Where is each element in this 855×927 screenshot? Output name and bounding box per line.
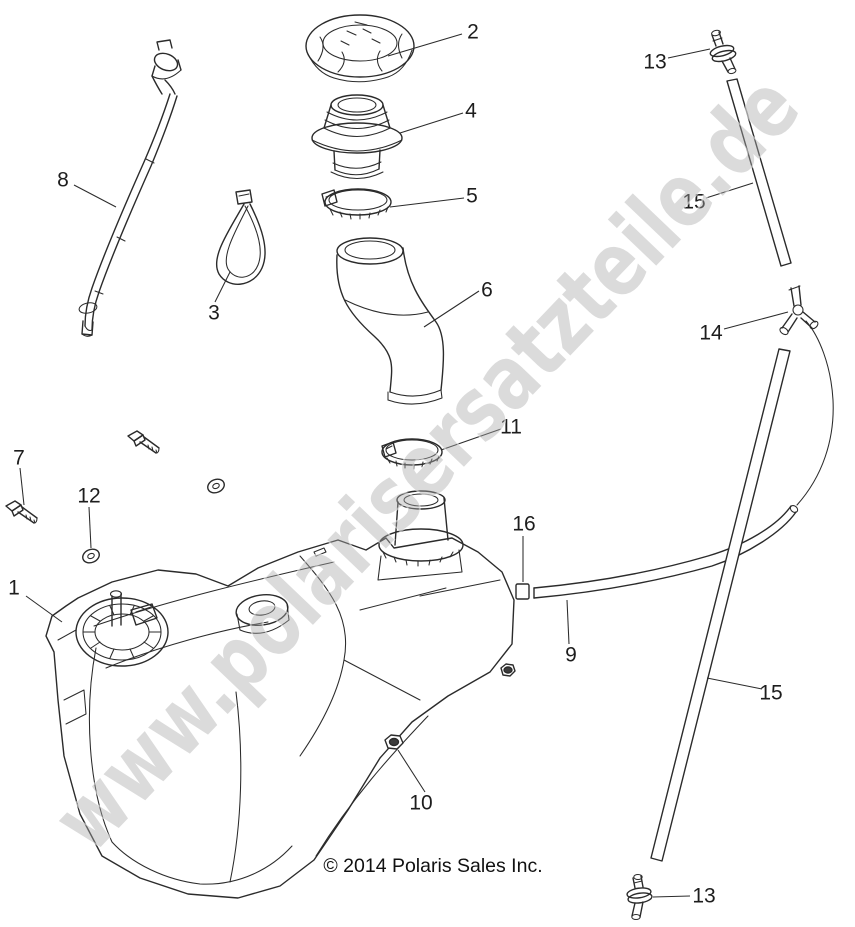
flange-nut-labeled-drawing: [384, 734, 404, 750]
leader-8: [73, 184, 117, 208]
washer-labeled-drawing: [82, 548, 100, 564]
vent-tube-upper-drawing: [726, 78, 792, 267]
leader-15-bottom: [706, 677, 763, 690]
leader-9: [566, 599, 570, 645]
leader-15-top: [705, 182, 754, 199]
callout-9: 9: [565, 644, 577, 667]
leader-7: [19, 467, 25, 506]
washer-unlabeled-drawing: [207, 478, 225, 494]
copyright-text: © 2014 Polaris Sales Inc.: [323, 855, 542, 877]
leader-1: [25, 595, 63, 623]
hose-sleeve-marker-drawing: [515, 583, 530, 600]
vent-tube-lower-drawing: [650, 348, 791, 862]
fuel-vent-line-drawing: [533, 320, 834, 599]
leader-14: [723, 311, 789, 330]
callout-numbers: 1 2 3 4 5 6 7 8 9 10 11 12 13 13 14 15 1…: [8, 21, 783, 908]
leader-5: [389, 197, 465, 208]
flange-nut-unlabeled-drawing: [500, 663, 516, 677]
filler-neck-flange-drawing: [311, 94, 403, 180]
three-way-clip-drawing: [779, 285, 819, 336]
callout-1: 1: [8, 577, 20, 600]
vent-hose-drawing: [78, 39, 182, 337]
inline-fitting-bottom-drawing: [626, 873, 653, 921]
callout-11: 11: [500, 416, 522, 439]
callout-7: 7: [13, 447, 25, 470]
leader-11: [440, 428, 502, 451]
callout-16: 16: [512, 513, 535, 536]
leader-13-bottom: [652, 895, 691, 898]
cable-tie-drawing: [215, 189, 266, 285]
leader-2: [387, 33, 463, 57]
inline-fitting-top-drawing: [709, 29, 737, 75]
callout-8: 8: [57, 169, 69, 192]
callout-4: 4: [465, 100, 477, 123]
callout-13-bottom: 13: [692, 885, 715, 908]
leader-10: [397, 749, 426, 793]
callout-5: 5: [466, 185, 478, 208]
fuel-cap-drawing: [305, 14, 415, 83]
callout-3: 3: [208, 302, 220, 325]
leader-12: [88, 506, 92, 549]
leader-6: [423, 290, 480, 328]
bolt-labeled-drawing: [5, 500, 38, 524]
fuel-tank-drawing: [45, 490, 515, 899]
callout-15-bottom: 15: [759, 682, 782, 705]
hose-clamp-upper-drawing: [321, 188, 392, 220]
callout-14: 14: [699, 322, 723, 345]
diagram-line-art: [5, 14, 834, 921]
leader-13-top: [667, 48, 711, 59]
callout-15-top: 15: [682, 191, 705, 214]
callout-12: 12: [77, 485, 100, 508]
callout-13-top: 13: [643, 51, 666, 74]
leader-4: [399, 112, 464, 134]
filler-hose-drawing: [336, 237, 445, 405]
callout-10: 10: [409, 792, 432, 815]
hose-clamp-lower-drawing: [381, 438, 443, 470]
callout-2: 2: [467, 21, 479, 44]
bolt-unlabeled-drawing: [127, 430, 160, 454]
callout-6: 6: [481, 279, 493, 302]
leader-3: [214, 271, 231, 303]
leader-lines: [19, 33, 789, 898]
